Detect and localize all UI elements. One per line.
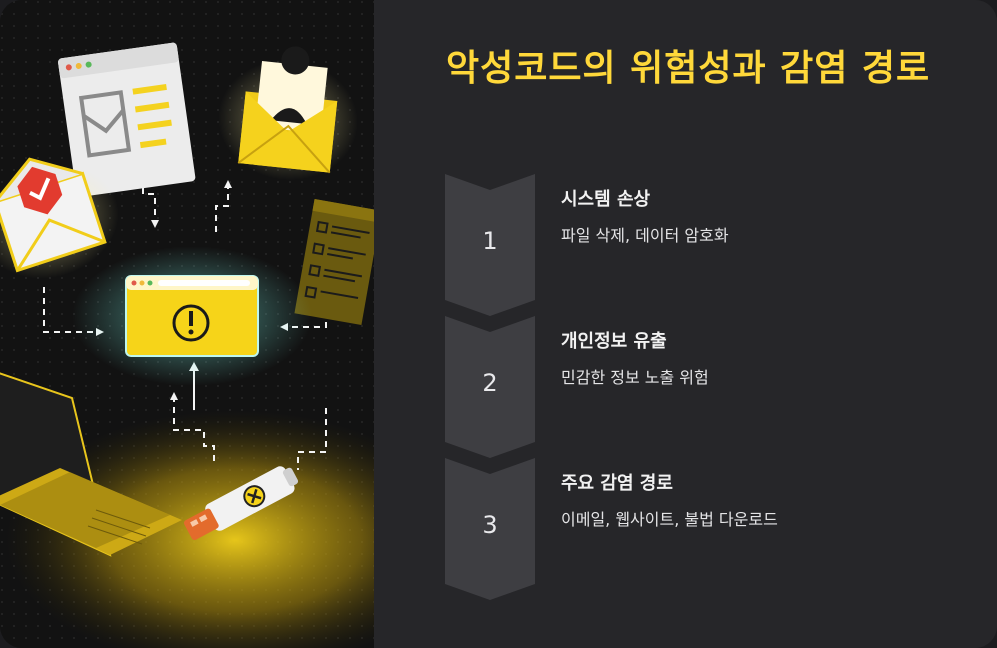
step-title: 시스템 손상 xyxy=(561,189,651,210)
step-description: 이메일, 웹사이트, 불법 다운로드 xyxy=(561,510,778,529)
step-description: 민감한 정보 노출 위험 xyxy=(561,368,709,387)
step-number: 1 xyxy=(482,227,498,255)
step-number: 3 xyxy=(482,511,498,539)
chevron-marker xyxy=(445,316,535,458)
usb-drive-icon xyxy=(183,466,299,541)
email-contact-icon xyxy=(218,46,358,181)
email-verified-icon xyxy=(0,157,119,279)
chevron-marker xyxy=(445,458,535,600)
malware-illustration xyxy=(0,0,374,648)
step-item-1: 1 시스템 손상 파일 삭제, 데이터 암호화 xyxy=(445,174,985,316)
warning-window-icon xyxy=(72,246,312,386)
step-title: 개인정보 유출 xyxy=(561,331,667,352)
document-list-icon xyxy=(294,198,374,326)
step-number: 2 xyxy=(482,369,498,397)
step-description: 파일 삭제, 데이터 암호화 xyxy=(561,226,729,245)
laptop-icon xyxy=(0,372,182,557)
page-title: 악성코드의 위험성과 감염 경로 xyxy=(446,48,931,89)
step-item-3: 3 주요 감염 경로 이메일, 웹사이트, 불법 다운로드 xyxy=(445,458,985,600)
chevron-marker xyxy=(445,174,535,316)
email-document-icon xyxy=(58,42,196,197)
step-title: 주요 감염 경로 xyxy=(561,473,673,494)
content-panel: 악성코드의 위험성과 감염 경로 1 시스템 손상 파일 삭제, 데이터 암호화… xyxy=(374,0,997,648)
step-item-2: 2 개인정보 유출 민감한 정보 노출 위험 xyxy=(445,316,985,458)
